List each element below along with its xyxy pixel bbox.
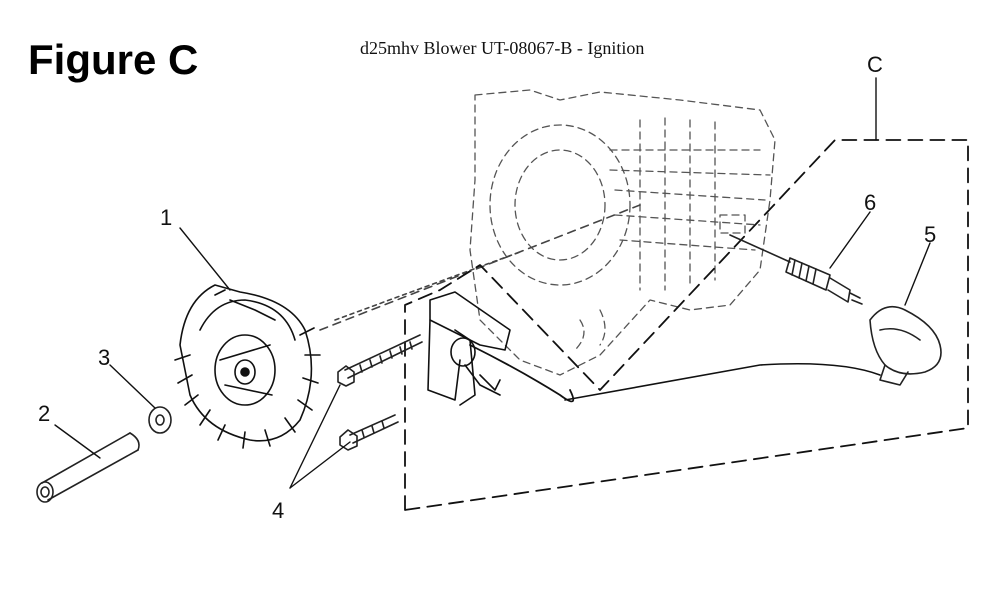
spark-plug (729, 234, 863, 305)
flywheel (174, 284, 321, 449)
group-label-c: C (867, 52, 883, 77)
callout-6: 6 (864, 190, 877, 215)
figure-label: Figure C (28, 36, 199, 83)
callout-1: 1 (160, 205, 173, 230)
callout-5: 5 (924, 222, 937, 247)
group-c-boundary (404, 139, 969, 511)
washer (148, 406, 172, 434)
callout-2: 2 (38, 401, 51, 426)
plug-boot (869, 305, 942, 386)
engine-block (469, 89, 776, 376)
callout-3: 3 (98, 345, 111, 370)
diagram-title: d25mhv Blower UT-08067-B - Ignition (360, 38, 645, 58)
callout-4: 4 (272, 498, 285, 523)
leader-lines (54, 77, 931, 489)
screw-upper (337, 334, 423, 387)
screw-lower (339, 414, 399, 451)
sleeve (36, 432, 140, 503)
ignition-coil (427, 291, 881, 406)
